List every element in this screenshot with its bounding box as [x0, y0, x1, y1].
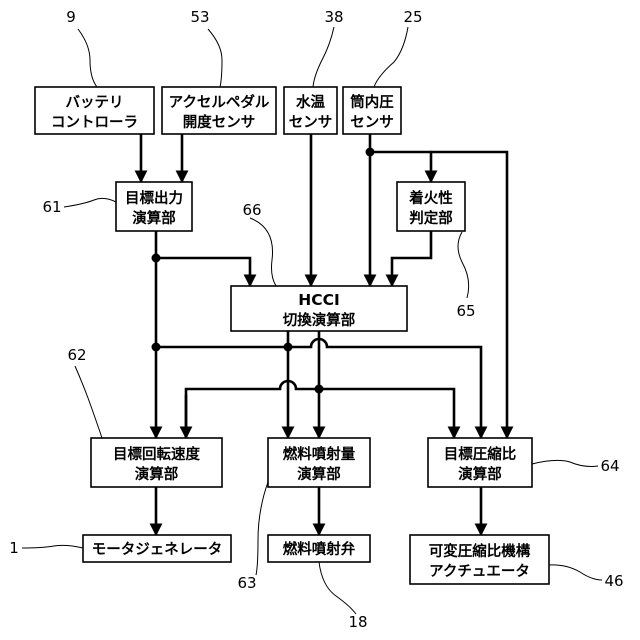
leader-line	[250, 218, 276, 286]
ref-numeral: 25	[403, 8, 422, 26]
ref-numeral: 66	[242, 201, 261, 219]
box-label: 水温	[296, 93, 325, 111]
box-label: 筒内圧	[350, 93, 394, 111]
water-temp-sensor-box: 水温 センサ	[284, 87, 337, 134]
arrow-output-to-hcci	[156, 258, 250, 286]
box-label: 着火性	[408, 189, 453, 207]
box-label: 燃料噴射量	[283, 445, 356, 463]
leader-line	[374, 27, 408, 87]
junction-dot	[152, 254, 161, 263]
junction-dot	[315, 385, 324, 394]
ref-numeral: 64	[600, 457, 619, 475]
accelerator-sensor-box: アクセルペダル 開度センサ	[162, 87, 276, 134]
fuel-injector-box: 燃料噴射弁	[268, 535, 370, 562]
motor-generator-box: モータジェネレータ	[83, 535, 231, 562]
cylinder-pressure-sensor-box: 筒内圧 センサ	[343, 87, 401, 134]
box-label: バッテリ	[66, 94, 124, 111]
box-label: アクセルペダル	[169, 93, 270, 111]
target-speed-calc-box: 目標回転速度 演算部	[91, 438, 222, 487]
box-label: 演算部	[458, 465, 502, 483]
box-label: 燃料噴射弁	[283, 540, 356, 558]
box-label: センサ	[350, 114, 394, 131]
box-label: 開度センサ	[183, 113, 256, 131]
ref-numeral: 38	[324, 8, 343, 26]
hcci-switch-calc-box: HCCI 切換演算部	[231, 286, 407, 331]
leader-line	[22, 545, 83, 548]
target-output-calc-box: 目標出力 演算部	[116, 182, 192, 231]
junction-dot	[284, 343, 293, 352]
leader-line	[75, 366, 102, 438]
junction-dot	[366, 148, 375, 157]
box-label: 可変圧縮比機構	[429, 542, 531, 560]
box-label: 目標圧縮比	[444, 445, 517, 463]
ref-numeral: 46	[604, 572, 623, 590]
ref-numeral: 9	[66, 8, 76, 26]
ref-numeral: 1	[9, 539, 19, 557]
leader-line	[319, 562, 356, 614]
box-label: コントローラ	[51, 115, 138, 131]
ref-numeral: 53	[190, 8, 209, 26]
leader-line	[532, 460, 598, 466]
ref-numeral: 61	[42, 198, 61, 216]
box-label: 目標回転速度	[113, 445, 200, 463]
box-label: HCCI	[298, 291, 340, 309]
junction-dot	[152, 343, 161, 352]
ignition-judgement-box: 着火性 判定部	[397, 182, 465, 231]
box-label: アクチュエータ	[429, 563, 530, 580]
arrow-ignition-to-hcci	[392, 231, 431, 286]
leader-line	[313, 27, 334, 87]
target-compression-calc-box: 目標圧縮比 演算部	[428, 438, 532, 487]
battery-controller-box: バッテリ コントローラ	[35, 87, 154, 134]
leader-line	[64, 198, 116, 207]
ref-numeral: 62	[67, 346, 86, 364]
leader-line	[549, 565, 602, 580]
ref-numeral: 63	[237, 574, 256, 592]
leader-line	[458, 232, 469, 298]
box-label: センサ	[289, 114, 333, 131]
box-label: 演算部	[297, 465, 341, 483]
ref-numeral: 65	[456, 302, 475, 320]
box-label: モータジェネレータ	[92, 541, 223, 558]
leader-line	[208, 29, 222, 87]
box-label: 目標出力	[125, 189, 183, 207]
box-label: 切換演算部	[283, 311, 356, 329]
arrow-cylinder-to-ignition	[370, 152, 431, 182]
ref-numeral: 18	[348, 613, 367, 631]
box-label: 判定部	[409, 209, 453, 227]
box-label: 演算部	[132, 209, 176, 227]
variable-compression-actuator-box: 可変圧縮比機構 アクチュエータ	[410, 535, 549, 584]
box-label: 演算部	[135, 465, 179, 483]
leader-line	[78, 29, 97, 87]
leader-line	[256, 482, 268, 575]
fuel-injection-calc-box: 燃料噴射量 演算部	[268, 438, 370, 487]
